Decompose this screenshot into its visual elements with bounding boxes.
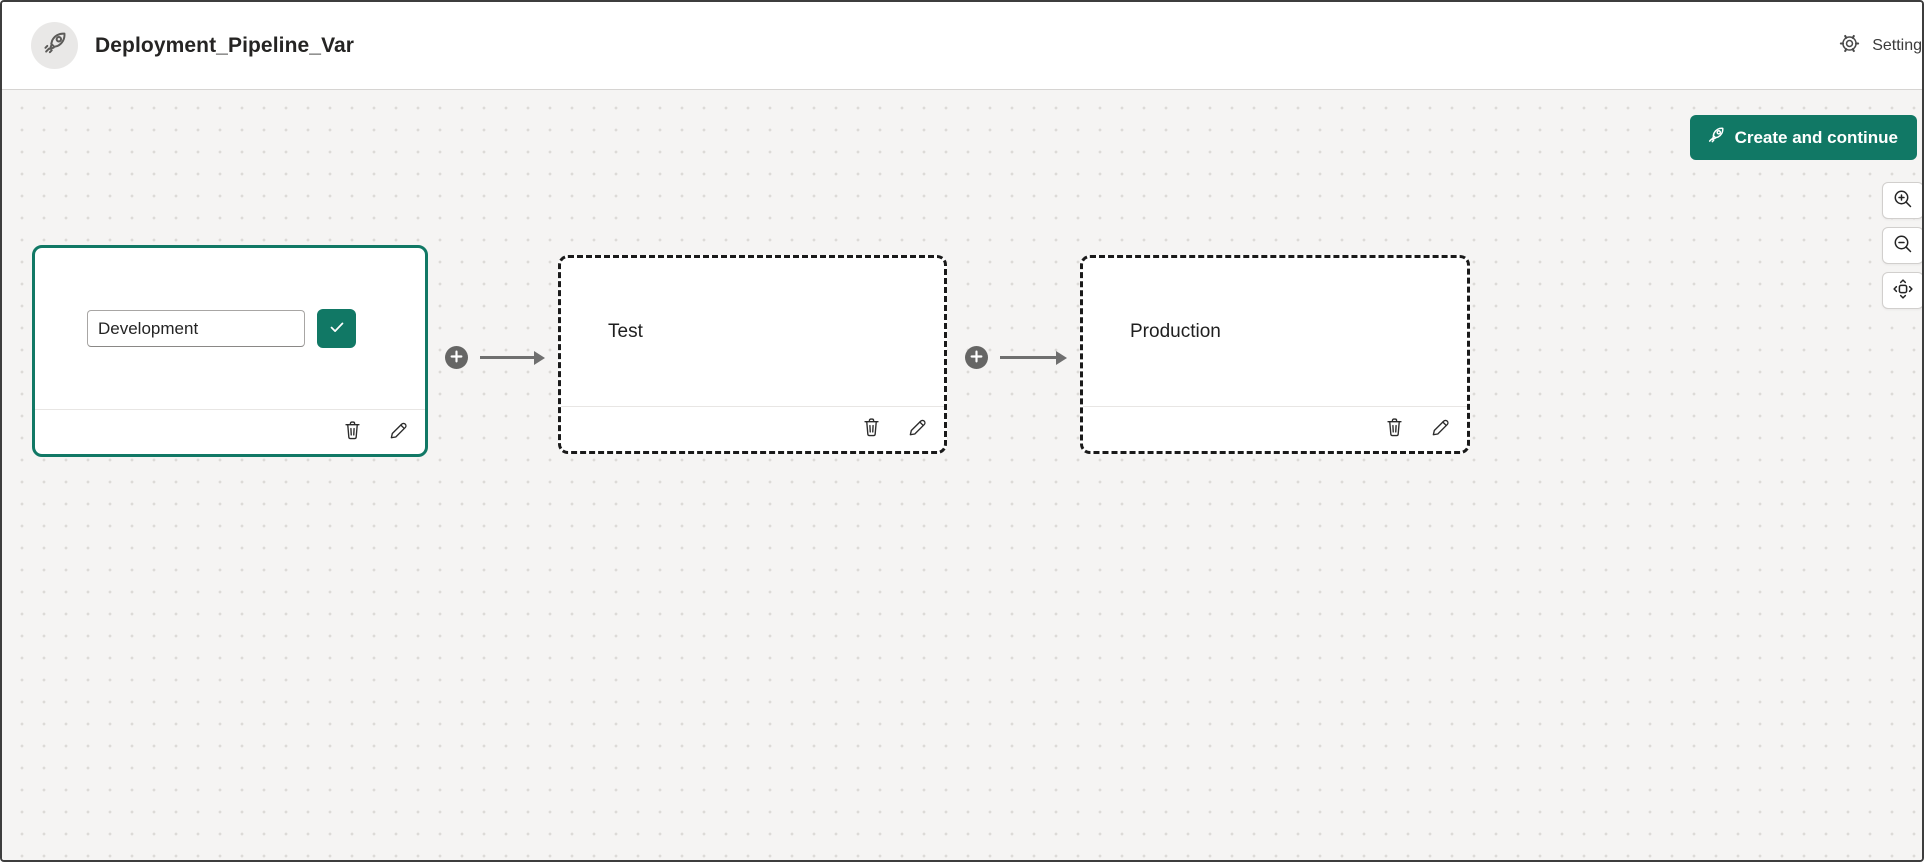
zoom-out-icon	[1891, 232, 1915, 259]
edit-stage-button[interactable]	[1430, 417, 1451, 441]
stage-test-footer	[561, 406, 944, 451]
zoom-in-icon	[1891, 187, 1915, 214]
stage-card-test[interactable]: Test	[558, 255, 947, 454]
edit-stage-button[interactable]	[388, 420, 409, 444]
pencil-icon	[907, 417, 928, 441]
edit-stage-button[interactable]	[907, 417, 928, 441]
stage-development-body	[35, 248, 425, 409]
trash-icon	[342, 420, 363, 444]
stage-production-body: Production	[1083, 258, 1467, 406]
stage-development-footer	[35, 409, 425, 454]
stage-production-footer	[1083, 406, 1467, 451]
page-title: Deployment_Pipeline_Var	[95, 33, 355, 57]
add-stage-button[interactable]	[445, 346, 468, 369]
create-and-continue-button[interactable]: Create and continue	[1689, 115, 1917, 160]
arrow-right-icon	[1000, 350, 1067, 365]
add-stage-button[interactable]	[965, 346, 988, 369]
settings-label: Settings	[1872, 36, 1922, 54]
delete-stage-button[interactable]	[342, 420, 363, 444]
checkmark-icon	[327, 317, 347, 340]
fit-view-icon	[1891, 277, 1915, 304]
stage-card-development[interactable]	[32, 245, 428, 457]
pipeline-avatar	[31, 22, 78, 69]
delete-stage-button[interactable]	[861, 417, 882, 441]
pencil-icon	[388, 420, 409, 444]
settings-button[interactable]: Settings	[1838, 2, 1922, 89]
plus-icon	[970, 350, 983, 366]
zoom-out-button[interactable]	[1882, 227, 1922, 264]
fit-to-view-button[interactable]	[1882, 272, 1922, 309]
pencil-icon	[1430, 417, 1451, 441]
stage-test-label: Test	[608, 321, 643, 342]
confirm-stage-name-button[interactable]	[317, 309, 356, 348]
view-controls	[1882, 182, 1922, 309]
header: Deployment_Pipeline_Var Settings	[2, 2, 1922, 90]
plus-icon	[450, 350, 463, 366]
gear-icon	[1838, 32, 1861, 60]
stage-name-input[interactable]	[87, 310, 305, 347]
create-and-continue-label: Create and continue	[1734, 127, 1898, 147]
stage-production-label: Production	[1130, 321, 1221, 342]
stage-card-production[interactable]: Production	[1080, 255, 1470, 454]
trash-icon	[861, 417, 882, 441]
zoom-in-button[interactable]	[1882, 182, 1922, 219]
pipeline-canvas: Create and continue	[2, 90, 1922, 860]
rocket-icon	[1706, 125, 1726, 150]
arrow-right-icon	[480, 350, 545, 365]
stage-test-body: Test	[561, 258, 944, 406]
rocket-icon	[41, 29, 69, 62]
delete-stage-button[interactable]	[1384, 417, 1405, 441]
trash-icon	[1384, 417, 1405, 441]
